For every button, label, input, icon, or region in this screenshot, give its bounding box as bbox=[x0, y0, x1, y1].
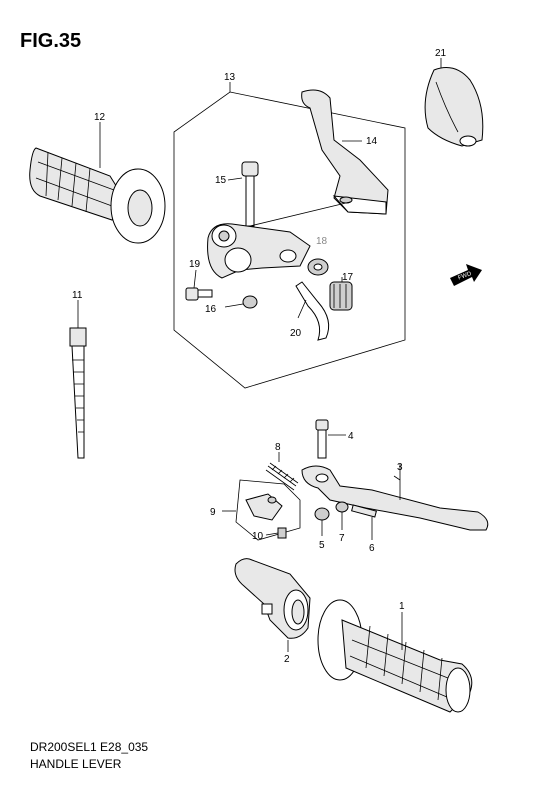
part-9-switch-assembly bbox=[222, 479, 301, 541]
part-6-screw bbox=[351, 504, 377, 540]
callout-9: 9 bbox=[210, 507, 216, 518]
part-16-nut bbox=[224, 295, 258, 309]
lever-holder-body bbox=[207, 201, 351, 279]
part-4-pivot-bolt bbox=[315, 419, 346, 459]
callout-17: 17 bbox=[342, 272, 354, 283]
part-14-clutch-lever bbox=[301, 89, 389, 215]
callout-15: 15 bbox=[215, 175, 227, 186]
part-15-pivot-bolt bbox=[227, 161, 259, 227]
callout-7: 7 bbox=[339, 533, 345, 544]
part-10-screw bbox=[265, 527, 287, 539]
part-2-throttle-tube bbox=[234, 558, 311, 652]
callout-14: 14 bbox=[366, 136, 378, 147]
callout-16: 16 bbox=[205, 304, 217, 315]
callout-3: 3 bbox=[397, 462, 403, 473]
part-19-bolt bbox=[185, 269, 213, 301]
part-20-cable bbox=[295, 281, 330, 341]
part-1-right-grip bbox=[317, 599, 473, 713]
callout-6: 6 bbox=[369, 543, 375, 554]
part-17-adjuster bbox=[329, 277, 353, 311]
callout-12: 12 bbox=[94, 112, 106, 123]
callout-4: 4 bbox=[348, 431, 354, 442]
part-5-nut bbox=[314, 507, 330, 536]
part-8-spring bbox=[265, 452, 299, 491]
assembly-13-outline bbox=[173, 91, 406, 389]
forward-arrow-label: FWD bbox=[457, 271, 473, 282]
callout-10: 10 bbox=[252, 531, 264, 542]
part-11-strap bbox=[69, 300, 87, 459]
callout-5: 5 bbox=[319, 540, 325, 551]
callout-2: 2 bbox=[284, 654, 290, 665]
callout-21: 21 bbox=[435, 48, 447, 59]
figure-title: FIG.35 bbox=[20, 30, 82, 52]
part-7-collar bbox=[335, 501, 349, 530]
callout-19: 19 bbox=[189, 259, 201, 270]
part-3-brake-lever bbox=[301, 464, 489, 531]
callout-18: 18 bbox=[316, 236, 328, 247]
part-21-lever-cover bbox=[424, 58, 484, 147]
callout-13: 13 bbox=[224, 72, 236, 83]
forward-arrow: FWD bbox=[450, 264, 482, 286]
callout-20: 20 bbox=[290, 328, 302, 339]
figure-name: HANDLE LEVER bbox=[30, 757, 122, 771]
part-18-locknut bbox=[307, 258, 329, 276]
part-12-left-grip bbox=[29, 122, 166, 244]
figure-code: DR200SEL1 E28_035 bbox=[30, 740, 149, 754]
callout-1: 1 bbox=[399, 601, 405, 612]
callout-11: 11 bbox=[72, 290, 83, 301]
callout-8: 8 bbox=[275, 442, 281, 453]
